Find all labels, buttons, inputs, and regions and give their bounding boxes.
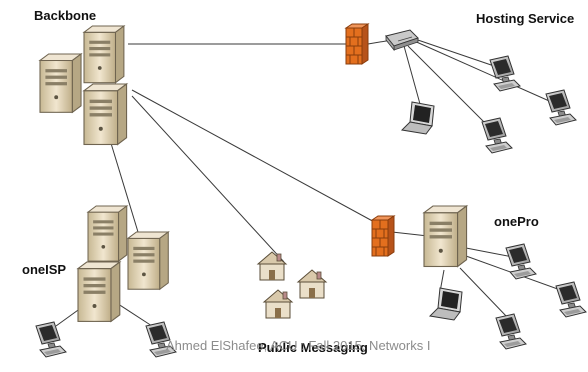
- firewall-icon: [345, 23, 369, 65]
- tower-server-icon: [83, 25, 125, 84]
- house-icon: [257, 251, 287, 281]
- link-backbone-onepro-firewall: [131, 89, 379, 225]
- desktop-computer-icon: [489, 55, 521, 92]
- link-firewall-onepro: [391, 231, 429, 237]
- desktop-computer-icon: [481, 117, 513, 154]
- tower-server-icon: [87, 205, 128, 262]
- desktop-computer-icon: [505, 243, 537, 280]
- tower-server-icon: [127, 231, 169, 290]
- desktop-computer-icon: [35, 321, 67, 358]
- public-messaging-group: [257, 251, 327, 319]
- backbone-label: Backbone: [34, 8, 97, 23]
- onepro-group: [371, 205, 587, 350]
- hosting-service-group: [345, 23, 577, 154]
- public-messaging-label: Public Messaging: [258, 340, 368, 355]
- desktop-computer-icon: [495, 313, 527, 350]
- link-switch-host3: [407, 45, 493, 131]
- network-switch-icon: [385, 29, 419, 52]
- firewall-icon: [371, 215, 395, 257]
- link-switch-host2: [411, 39, 557, 105]
- hosting-service-label: Hosting Service: [476, 11, 575, 26]
- house-icon: [263, 289, 293, 319]
- desktop-computer-icon: [545, 89, 577, 126]
- laptop-icon: [401, 101, 435, 135]
- desktop-computer-icon: [555, 281, 587, 318]
- tower-server-icon: [83, 83, 128, 146]
- tower-server-icon: [39, 53, 82, 113]
- tower-server-icon: [423, 205, 468, 268]
- backbone-servers: [39, 25, 128, 146]
- link-backbone-oneisp: [109, 139, 139, 233]
- onepro-label: onePro: [494, 214, 539, 229]
- link-onepro-host3: [459, 267, 509, 319]
- link-switch-host1: [411, 37, 501, 69]
- slide-footer: Ahmed ElShafee, ACU : Fall 2015, Network…: [166, 338, 431, 353]
- link-backbone-public-messaging: [131, 95, 285, 263]
- oneisp-label: oneISP: [22, 262, 67, 277]
- oneisp-group: [35, 205, 177, 358]
- laptop-icon: [429, 287, 463, 321]
- house-icon: [297, 269, 327, 299]
- tower-server-icon: [77, 261, 121, 322]
- link-switch-laptop: [403, 45, 421, 105]
